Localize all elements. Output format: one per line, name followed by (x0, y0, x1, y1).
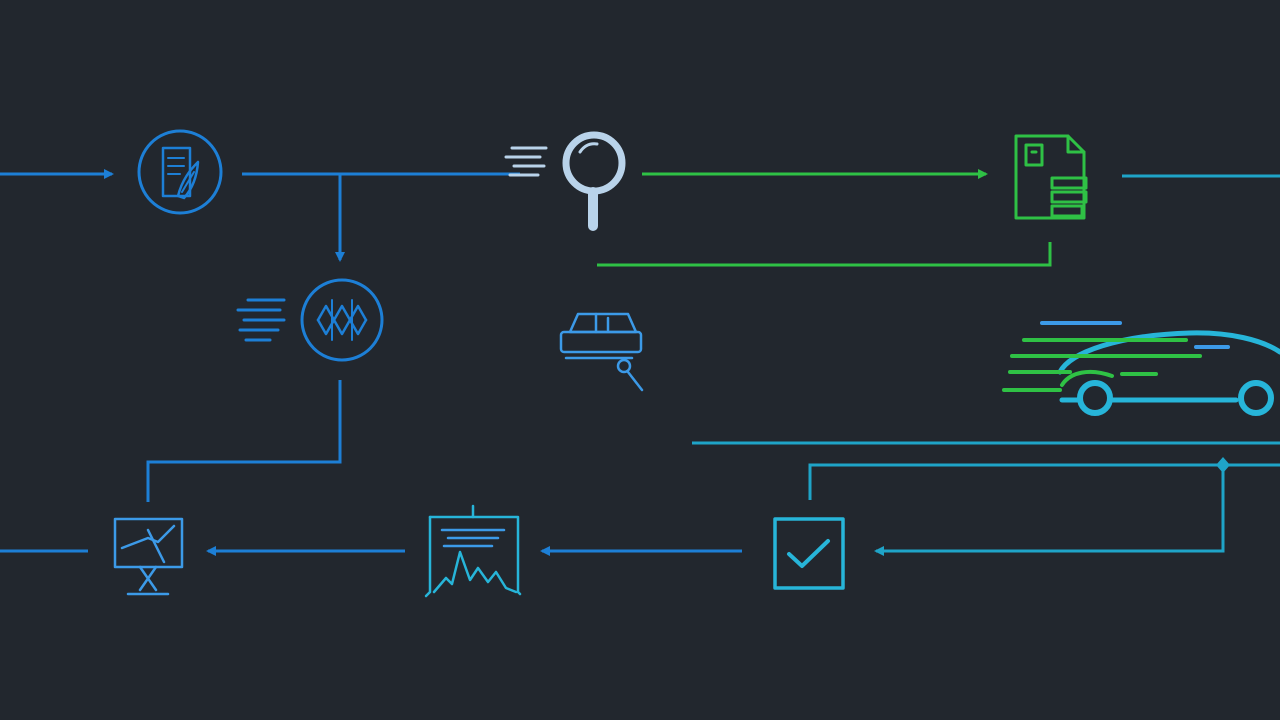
car-motion-lines-icon (1002, 321, 1230, 392)
document-edit-icon (137, 129, 223, 215)
file-return-line (597, 242, 1052, 267)
filter-icon (300, 278, 384, 362)
search-speed-lines-icon (504, 146, 548, 177)
connector-lines (0, 169, 1280, 556)
junction-diamond (1216, 457, 1230, 473)
file-cabinet-icon (1014, 134, 1088, 220)
checkbox-icon (773, 517, 845, 590)
filter-to-monitor-line (146, 380, 342, 502)
chart-board-icon (424, 504, 522, 598)
vehicle-to-checklist-arrow (874, 465, 1225, 556)
car-inspect-icon (559, 312, 644, 392)
magnifier-icon (562, 131, 626, 231)
moving-car-icon (1057, 330, 1280, 416)
vehicle-to-checklist-line (808, 463, 1280, 500)
monitor-icon (113, 517, 184, 596)
speed-lines-icon (236, 298, 286, 342)
